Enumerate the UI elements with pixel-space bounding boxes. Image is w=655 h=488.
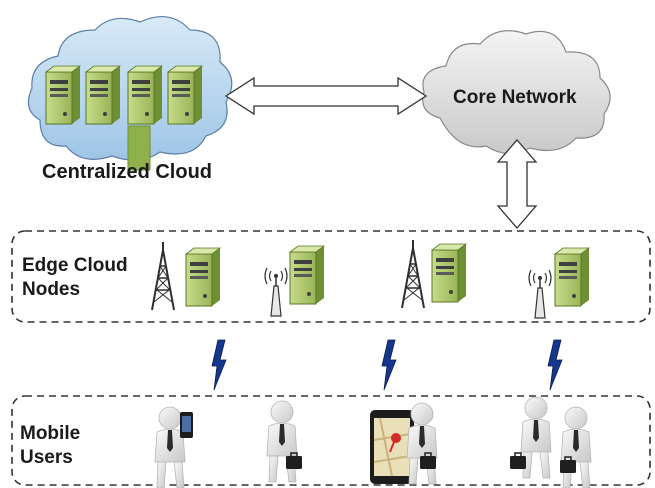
two-people-walking: [509, 396, 592, 488]
edge-cloud-box: [11, 230, 651, 323]
antenna-icon: [264, 267, 288, 317]
cell-tower-icon: [151, 241, 175, 311]
server-icon: [45, 65, 81, 125]
core-network-cloud: [422, 30, 611, 155]
server-icon: [185, 247, 221, 307]
cell-tower-icon: [401, 239, 425, 309]
server-icon: [289, 245, 325, 305]
lightning-icon: [211, 339, 227, 391]
person-icon: [266, 400, 298, 483]
lightning-icon: [547, 339, 563, 391]
core-edge-arrow: [496, 139, 538, 229]
person-walking: [266, 400, 303, 483]
mobile-users-box: [11, 395, 651, 486]
edge-cloud-line2: Nodes: [22, 278, 81, 300]
centralized-cloud: [27, 15, 233, 171]
server-icon: [127, 65, 163, 125]
server-icon: [85, 65, 121, 125]
person-icon: [406, 402, 438, 485]
edge-cloud-label: Edge Cloud Nodes: [22, 254, 128, 302]
mobile-users-label: Mobile Users: [20, 422, 80, 470]
server-icon: [167, 65, 203, 125]
server-icon: [431, 243, 467, 303]
centralized-cloud-label: Centralized Cloud: [42, 160, 212, 185]
person-with-phone: [154, 406, 193, 488]
server-icon: [554, 247, 590, 307]
centralized-cloud-text: Centralized Cloud: [42, 161, 213, 183]
lightning-icon: [381, 339, 397, 391]
mobile-users-line2: Users: [20, 446, 73, 468]
map-pin-icon: [389, 433, 401, 453]
core-network-label: Core Network: [453, 86, 577, 110]
mobile-users-line1: Mobile: [20, 423, 81, 444]
person-icon: [560, 406, 592, 488]
edge-cloud-line1: Edge Cloud: [22, 255, 128, 276]
core-network-text: Core Network: [453, 87, 577, 108]
person-with-map: [370, 402, 438, 485]
cloud-core-arrow: [224, 76, 428, 116]
antenna-icon: [528, 269, 552, 319]
cloud-stand: [127, 125, 151, 171]
